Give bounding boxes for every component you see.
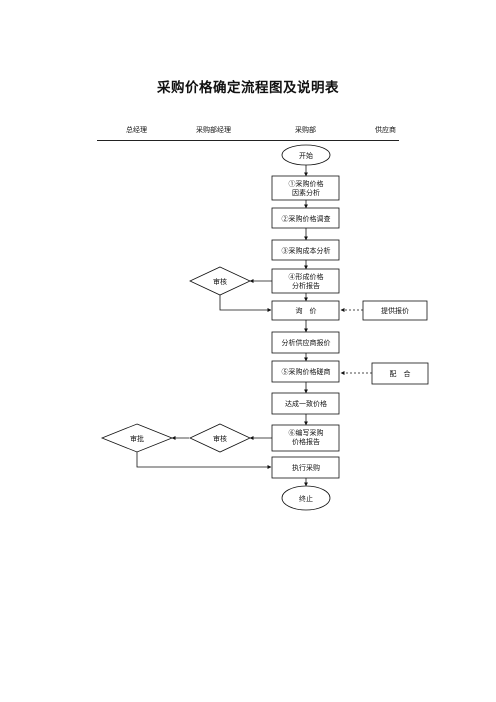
approve-label: 审批 bbox=[130, 434, 144, 443]
review1-label: 审核 bbox=[213, 277, 227, 286]
review2-label: 审核 bbox=[213, 434, 227, 443]
connector-review1-inquiry bbox=[219, 295, 272, 312]
step1-label-line1: ①采购价格 bbox=[289, 179, 324, 188]
supplier-quote-label: 提供报价 bbox=[381, 306, 409, 315]
analyze-quote-label: 分析供应商报价 bbox=[282, 338, 331, 347]
approve-diamond bbox=[100, 423, 174, 453]
cooperate-box bbox=[371, 362, 429, 385]
flow-connectors bbox=[136, 165, 372, 487]
analyze-quote-box bbox=[271, 331, 340, 354]
execute-label: 执行采购 bbox=[292, 463, 320, 472]
step2-label: ②采购价格调查 bbox=[282, 214, 331, 223]
column-header-purchasing-manager: 采购部经理 bbox=[196, 126, 231, 134]
header-divider bbox=[97, 140, 399, 141]
step4-box bbox=[271, 268, 340, 294]
inquiry-label: 询 价 bbox=[296, 306, 317, 315]
step6-label-line2: 价格报告 bbox=[292, 437, 320, 446]
start-terminal bbox=[281, 144, 331, 166]
connector-approve-execute bbox=[136, 452, 272, 469]
step3-label: ③采购成本分析 bbox=[282, 246, 331, 255]
step6-label-line1: ⑥编写采购 bbox=[289, 428, 324, 437]
execute-box bbox=[271, 456, 340, 479]
step1-label-line2: 因素分析 bbox=[292, 188, 320, 197]
start-label: 开始 bbox=[299, 151, 313, 160]
agree-label: 达成一致价格 bbox=[285, 399, 327, 408]
step5-box bbox=[271, 360, 340, 383]
step4-label-line2: 分析报告 bbox=[292, 281, 320, 290]
step1-box bbox=[271, 175, 340, 201]
supplier-quote-box bbox=[362, 300, 428, 321]
column-header-supplier: 供应商 bbox=[375, 126, 396, 134]
page-title: 采购价格确定流程图及说明表 bbox=[157, 80, 339, 96]
cooperate-label: 配 合 bbox=[390, 369, 411, 378]
end-label: 终止 bbox=[299, 494, 313, 503]
step3-box bbox=[271, 239, 340, 261]
column-header-purchasing-dept: 采购部 bbox=[295, 126, 316, 134]
step5-label: ⑤采购价格磋商 bbox=[282, 367, 331, 376]
inquiry-box bbox=[271, 300, 340, 321]
step4-label-line1: ④形成价格 bbox=[289, 272, 324, 281]
review1-diamond bbox=[189, 266, 251, 296]
step2-box bbox=[271, 207, 340, 229]
column-header-general-manager: 总经理 bbox=[126, 126, 147, 134]
step6-box bbox=[271, 424, 340, 452]
review2-diamond bbox=[189, 423, 251, 453]
agree-box bbox=[271, 392, 340, 415]
end-terminal bbox=[281, 485, 331, 511]
